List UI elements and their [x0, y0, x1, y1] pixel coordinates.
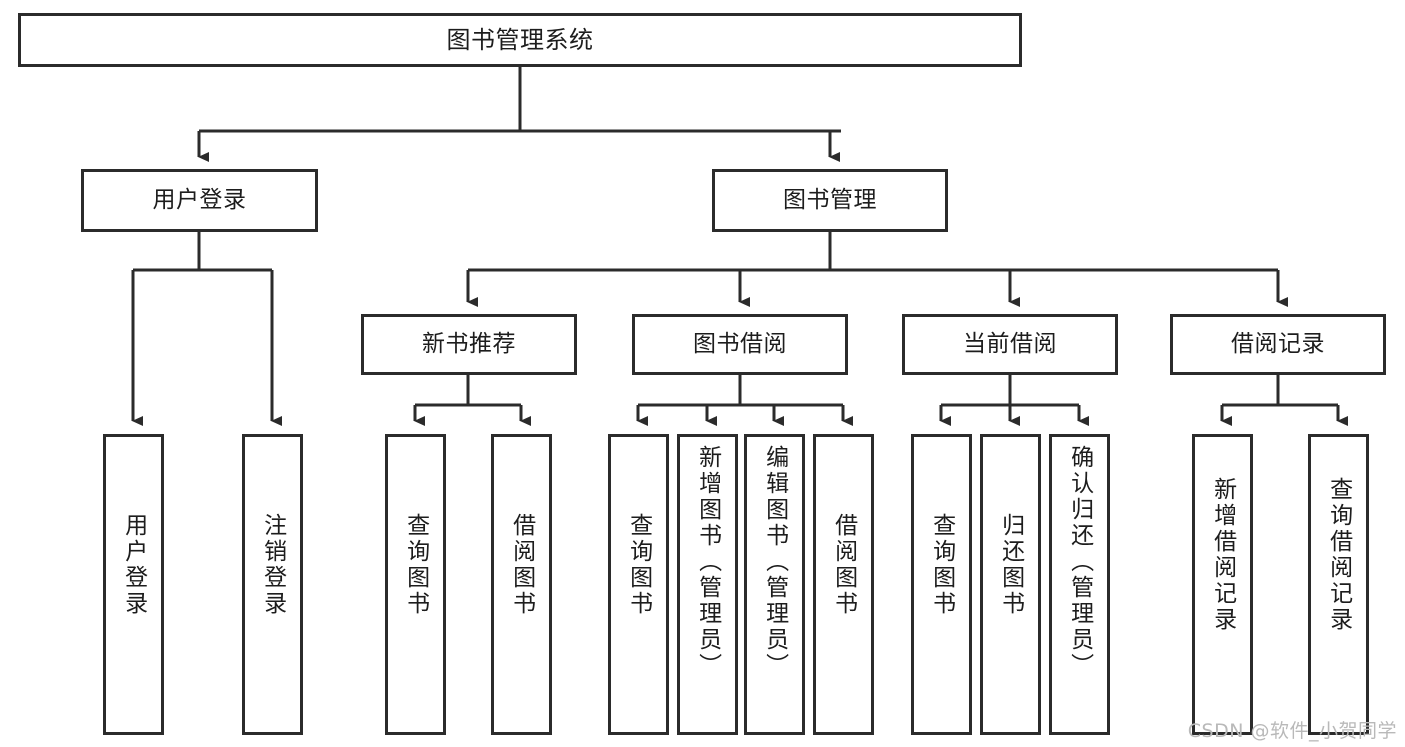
- node-leaf-user-login-label: 用户登录: [120, 513, 147, 617]
- node-book-borrow-label: 图书借阅: [693, 330, 787, 357]
- node-leaf-query-record[interactable]: 查询借阅记录: [1308, 434, 1369, 735]
- node-leaf-borrow-book-1[interactable]: 借阅图书: [491, 434, 552, 735]
- node-leaf-edit-book-label: 编辑图书（管理员）: [761, 445, 788, 679]
- node-leaf-logout-login[interactable]: 注销登录: [242, 434, 303, 735]
- node-book-management-label: 图书管理: [783, 186, 877, 213]
- node-borrow-record-label: 借阅记录: [1231, 330, 1325, 357]
- node-new-book-recommend-label: 新书推荐: [422, 330, 516, 357]
- node-leaf-confirm-return[interactable]: 确认归还（管理员）: [1049, 434, 1110, 735]
- node-leaf-logout-login-label: 注销登录: [259, 513, 286, 617]
- node-leaf-query-book-3[interactable]: 查询图书: [911, 434, 972, 735]
- node-leaf-borrow-book-2[interactable]: 借阅图书: [813, 434, 874, 735]
- node-user-login[interactable]: 用户登录: [81, 169, 318, 232]
- node-leaf-add-record-label: 新增借阅记录: [1209, 477, 1236, 633]
- node-new-book-recommend[interactable]: 新书推荐: [361, 314, 577, 375]
- node-leaf-borrow-book-1-label: 借阅图书: [508, 513, 535, 617]
- node-leaf-query-record-label: 查询借阅记录: [1325, 477, 1352, 633]
- node-current-borrow[interactable]: 当前借阅: [902, 314, 1118, 375]
- node-borrow-record[interactable]: 借阅记录: [1170, 314, 1386, 375]
- node-leaf-add-book[interactable]: 新增图书（管理员）: [677, 434, 738, 735]
- node-leaf-edit-book[interactable]: 编辑图书（管理员）: [744, 434, 805, 735]
- node-leaf-query-book-1-label: 查询图书: [402, 513, 429, 617]
- node-leaf-query-book-3-label: 查询图书: [928, 513, 955, 617]
- node-leaf-query-book-2[interactable]: 查询图书: [608, 434, 669, 735]
- node-root[interactable]: 图书管理系统: [18, 13, 1022, 67]
- node-leaf-return-book-label: 归还图书: [997, 513, 1024, 617]
- node-user-login-label: 用户登录: [152, 186, 247, 213]
- node-leaf-query-book-2-label: 查询图书: [625, 513, 652, 617]
- node-leaf-borrow-book-2-label: 借阅图书: [830, 513, 857, 617]
- node-leaf-add-book-label: 新增图书（管理员）: [694, 445, 721, 679]
- node-root-label: 图书管理系统: [446, 25, 594, 54]
- node-leaf-confirm-return-label: 确认归还（管理员）: [1066, 445, 1093, 679]
- node-book-borrow[interactable]: 图书借阅: [632, 314, 848, 375]
- node-leaf-user-login[interactable]: 用户登录: [103, 434, 164, 735]
- node-leaf-query-book-1[interactable]: 查询图书: [385, 434, 446, 735]
- node-current-borrow-label: 当前借阅: [963, 330, 1057, 357]
- node-book-management[interactable]: 图书管理: [712, 169, 948, 232]
- node-leaf-add-record[interactable]: 新增借阅记录: [1192, 434, 1253, 735]
- node-leaf-return-book[interactable]: 归还图书: [980, 434, 1041, 735]
